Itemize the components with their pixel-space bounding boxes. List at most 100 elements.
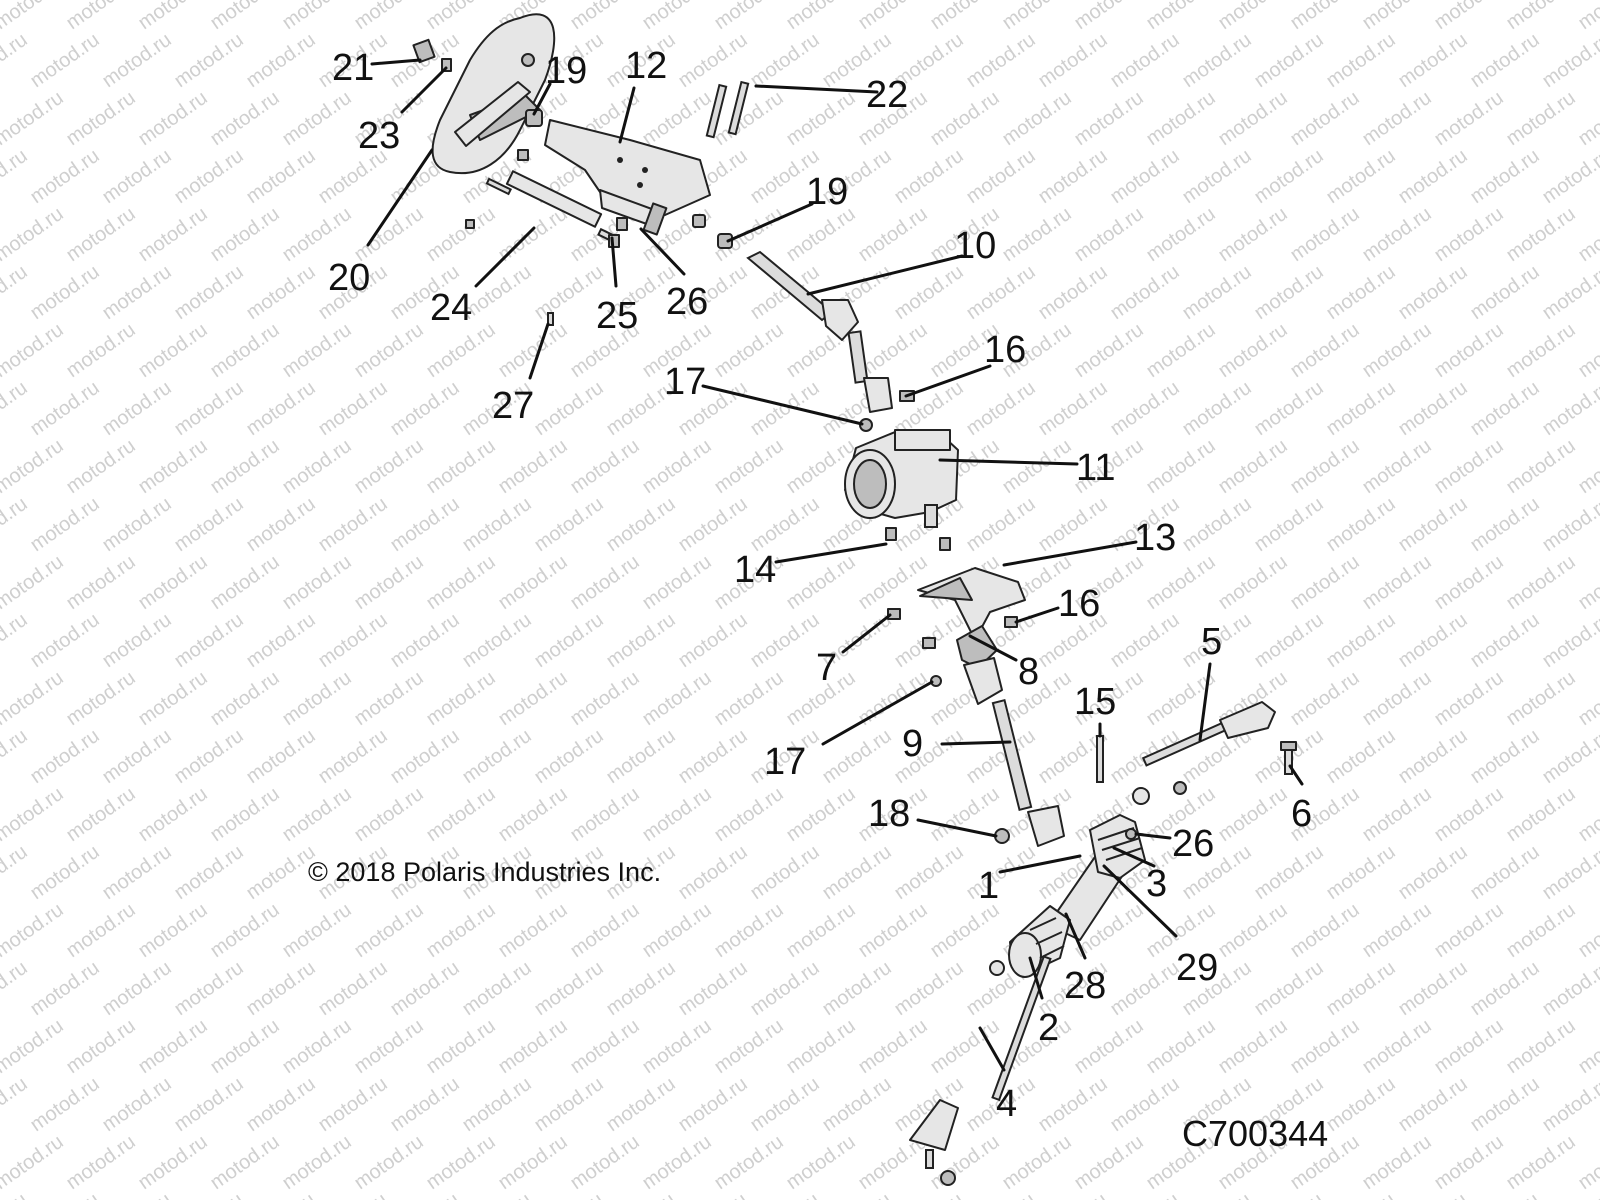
watermark-text: motod.ru: [530, 1189, 607, 1200]
watermark-text: motod.ru: [1502, 667, 1579, 730]
watermark-text: motod.ru: [1466, 29, 1543, 92]
watermark-text: motod.ru: [26, 377, 103, 440]
watermark-text: motod.ru: [818, 1073, 895, 1136]
watermark-text: motod.ru: [1034, 29, 1111, 92]
watermark-text: motod.ru: [674, 841, 751, 904]
watermark-text: motod.ru: [1466, 725, 1543, 788]
watermark-text: motod.ru: [1322, 29, 1399, 92]
bolt-part-15: [1096, 735, 1104, 783]
watermark-text: motod.ru: [1106, 261, 1183, 324]
watermark-text: motod.ru: [134, 1015, 211, 1078]
watermark-text: motod.ru: [170, 29, 247, 92]
watermark-text: motod.ru: [1574, 783, 1600, 846]
watermark-text: motod.ru: [1106, 609, 1183, 672]
watermark-text: motod.ru: [1178, 145, 1255, 208]
watermark-text: motod.ru: [1214, 1015, 1291, 1078]
watermark-text: motod.ru: [1178, 377, 1255, 440]
watermark-text: motod.ru: [530, 493, 607, 556]
watermark-text: motod.ru: [422, 783, 499, 846]
watermark-text: motod.ru: [962, 377, 1039, 440]
callout-27: 27: [492, 385, 534, 427]
watermark-text: motod.ru: [1178, 261, 1255, 324]
watermark-text: motod.ru: [638, 783, 715, 846]
watermark-text: motod.ru: [1574, 435, 1600, 498]
watermark-text: motod.ru: [818, 1189, 895, 1200]
callout-24: 24: [430, 287, 472, 329]
watermark-text: motod.ru: [98, 145, 175, 208]
watermark-text: motod.ru: [1250, 377, 1327, 440]
watermark-text: motod.ru: [854, 0, 931, 34]
watermark-text: motod.ru: [1214, 203, 1291, 266]
watermark-text: motod.ru: [134, 783, 211, 846]
watermark-text: motod.ru: [1250, 29, 1327, 92]
watermark-text: motod.ru: [746, 1073, 823, 1136]
watermark-text: motod.ru: [1034, 261, 1111, 324]
watermark-text: motod.ru: [1502, 551, 1579, 614]
watermark-text: motod.ru: [1394, 29, 1471, 92]
watermark-text: motod.ru: [350, 1015, 427, 1078]
watermark-text: motod.ru: [1538, 957, 1600, 1020]
watermark-text: motod.ru: [62, 87, 139, 150]
watermark-text: motod.ru: [1070, 203, 1147, 266]
watermark-text: motod.ru: [134, 87, 211, 150]
watermark-text: motod.ru: [710, 319, 787, 382]
watermark-text: motod.ru: [602, 957, 679, 1020]
watermark-text: motod.ru: [170, 725, 247, 788]
watermark-text: motod.ru: [1430, 899, 1507, 962]
watermark-text: motod.ru: [98, 29, 175, 92]
watermark-text: motod.ru: [1574, 899, 1600, 962]
watermark-text: motod.ru: [1466, 261, 1543, 324]
watermark-text: motod.ru: [854, 203, 931, 266]
watermark-text: motod.ru: [422, 667, 499, 730]
bolt-part-14: [885, 527, 951, 551]
watermark-text: motod.ru: [26, 1189, 103, 1200]
watermark-text: motod.ru: [1322, 609, 1399, 672]
callout-11: 11: [1076, 447, 1115, 489]
watermark-text: motod.ru: [242, 609, 319, 672]
watermark-text: motod.ru: [1502, 435, 1579, 498]
watermark-text: motod.ru: [566, 0, 643, 34]
watermark-text: motod.ru: [278, 551, 355, 614]
watermark-text: motod.ru: [62, 899, 139, 962]
watermark-text: motod.ru: [638, 0, 715, 34]
callout-14: 14: [734, 549, 776, 591]
watermark-text: motod.ru: [0, 1189, 32, 1200]
watermark-text: motod.ru: [710, 435, 787, 498]
watermark-text: motod.ru: [602, 493, 679, 556]
watermark-text: motod.ru: [674, 957, 751, 1020]
watermark-text: motod.ru: [1070, 319, 1147, 382]
watermark-text: motod.ru: [1394, 841, 1471, 904]
watermark-text: motod.ru: [0, 725, 32, 788]
watermark-text: motod.ru: [1502, 899, 1579, 962]
watermark-text: motod.ru: [206, 87, 283, 150]
watermark-text: motod.ru: [1538, 1073, 1600, 1136]
upper-shaft-part-10: [746, 250, 893, 413]
callout-6: 6: [1291, 793, 1312, 835]
watermark-text: motod.ru: [1502, 0, 1579, 34]
watermark-text: motod.ru: [458, 493, 535, 556]
callout-16-lower: 16: [1058, 583, 1100, 625]
watermark-text: motod.ru: [1358, 1131, 1435, 1194]
watermark-text: motod.ru: [62, 1131, 139, 1194]
watermark-text: motod.ru: [386, 1189, 463, 1200]
watermark-text: motod.ru: [1574, 551, 1600, 614]
watermark-text: motod.ru: [998, 435, 1075, 498]
watermark-text: motod.ru: [566, 667, 643, 730]
watermark-text: motod.ru: [278, 0, 355, 34]
watermark-text: motod.ru: [206, 1131, 283, 1194]
watermark-text: motod.ru: [1430, 203, 1507, 266]
watermark-text: motod.ru: [422, 899, 499, 962]
watermark-text: motod.ru: [602, 609, 679, 672]
callout-16-upper: 16: [984, 329, 1026, 371]
callout-28: 28: [1064, 965, 1106, 1007]
watermark-text: motod.ru: [854, 1015, 931, 1078]
watermark-text: motod.ru: [134, 435, 211, 498]
watermark-text: motod.ru: [1574, 1015, 1600, 1078]
watermark-text: motod.ru: [170, 1189, 247, 1200]
watermark-text: motod.ru: [1250, 609, 1327, 672]
watermark-text: motod.ru: [1466, 1073, 1543, 1136]
watermark-text: motod.ru: [890, 957, 967, 1020]
watermark-text: motod.ru: [818, 957, 895, 1020]
watermark-text: motod.ru: [566, 899, 643, 962]
watermark-text: motod.ru: [710, 0, 787, 34]
